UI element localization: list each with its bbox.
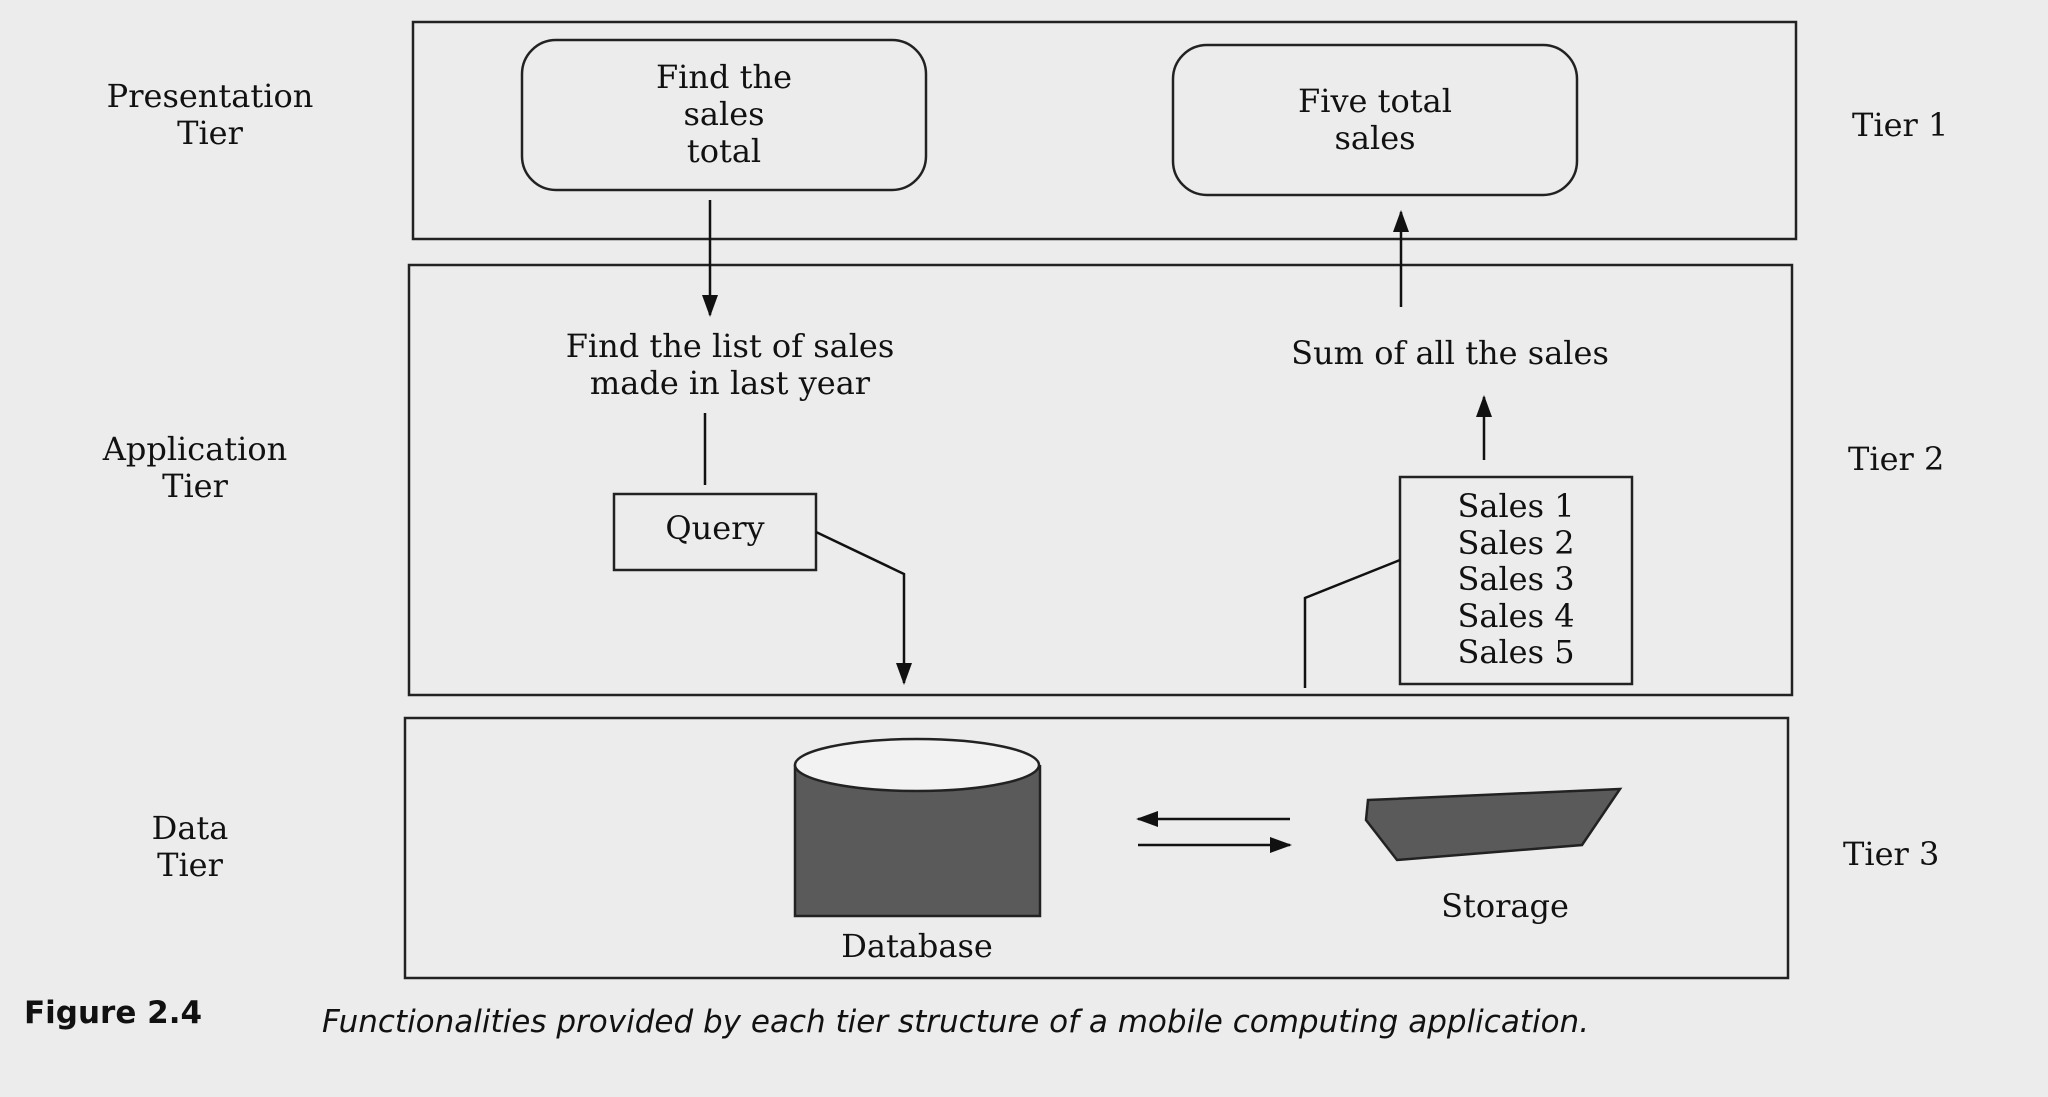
tier-2-name-line1: Application xyxy=(102,430,288,468)
tier-3-number: Tier 3 xyxy=(1843,835,1940,873)
tier-1-name-line2: Tier xyxy=(177,114,243,152)
query-to-database-arrow xyxy=(815,530,912,685)
tier-1-name-line1: Presentation xyxy=(106,77,314,115)
find-sales-total-line2: sales xyxy=(683,95,765,133)
sales-item: Sales 5 xyxy=(1457,633,1575,671)
sum-of-sales-text: Sum of all the sales xyxy=(1291,334,1609,372)
sales-list: Sales 1 Sales 2 Sales 3 Sales 4 Sales 5 xyxy=(1400,488,1632,671)
tier-2-number: Tier 2 xyxy=(1848,440,1945,478)
tier-2-name-line2: Tier xyxy=(162,467,228,505)
find-list-text: Find the list of sales made in last year xyxy=(440,328,1020,402)
sales-item: Sales 1 xyxy=(1457,487,1575,525)
tier-3-name-line1: Data xyxy=(151,809,229,847)
tier-2-box xyxy=(407,263,1794,697)
database-label: Database xyxy=(841,927,993,965)
data-to-sales-line xyxy=(1303,558,1401,688)
five-total-sales-box xyxy=(1171,43,1579,197)
five-total-sales-line2: sales xyxy=(1334,119,1416,157)
tier-3-box xyxy=(403,716,1790,980)
tier-1-box xyxy=(411,20,1798,241)
tier-2-name: Application Tier xyxy=(30,431,360,505)
figure-number: Figure 2.4 xyxy=(24,995,203,1031)
five-total-sales-text: Five total sales xyxy=(1185,83,1565,157)
find-sales-total-text: Find the sales total xyxy=(534,59,914,170)
query-label: Query xyxy=(665,509,765,547)
find-sales-total-line3: total xyxy=(686,132,762,170)
five-total-sales-line1: Five total xyxy=(1298,82,1452,120)
tier-1-number: Tier 1 xyxy=(1852,106,1949,144)
sales-item: Sales 3 xyxy=(1457,560,1575,598)
database-icon xyxy=(793,737,1042,918)
tier-3-name: Data Tier xyxy=(25,810,355,884)
figure-caption: Functionalities provided by each tier st… xyxy=(322,1004,1590,1040)
find-list-line2: made in last year xyxy=(589,364,871,402)
tier-1-name: Presentation Tier xyxy=(45,78,375,152)
storage-icon xyxy=(1364,787,1623,862)
find-sales-total-box xyxy=(520,38,928,192)
sales-list-box xyxy=(1398,475,1634,686)
storage-label: Storage xyxy=(1441,887,1569,925)
sales-item: Sales 4 xyxy=(1457,596,1575,635)
find-list-line1: Find the list of sales xyxy=(565,327,895,365)
find-sales-total-line1: Find the xyxy=(655,58,793,96)
tier-3-name-line2: Tier xyxy=(157,846,223,884)
sales-item: Sales 2 xyxy=(1457,523,1575,562)
